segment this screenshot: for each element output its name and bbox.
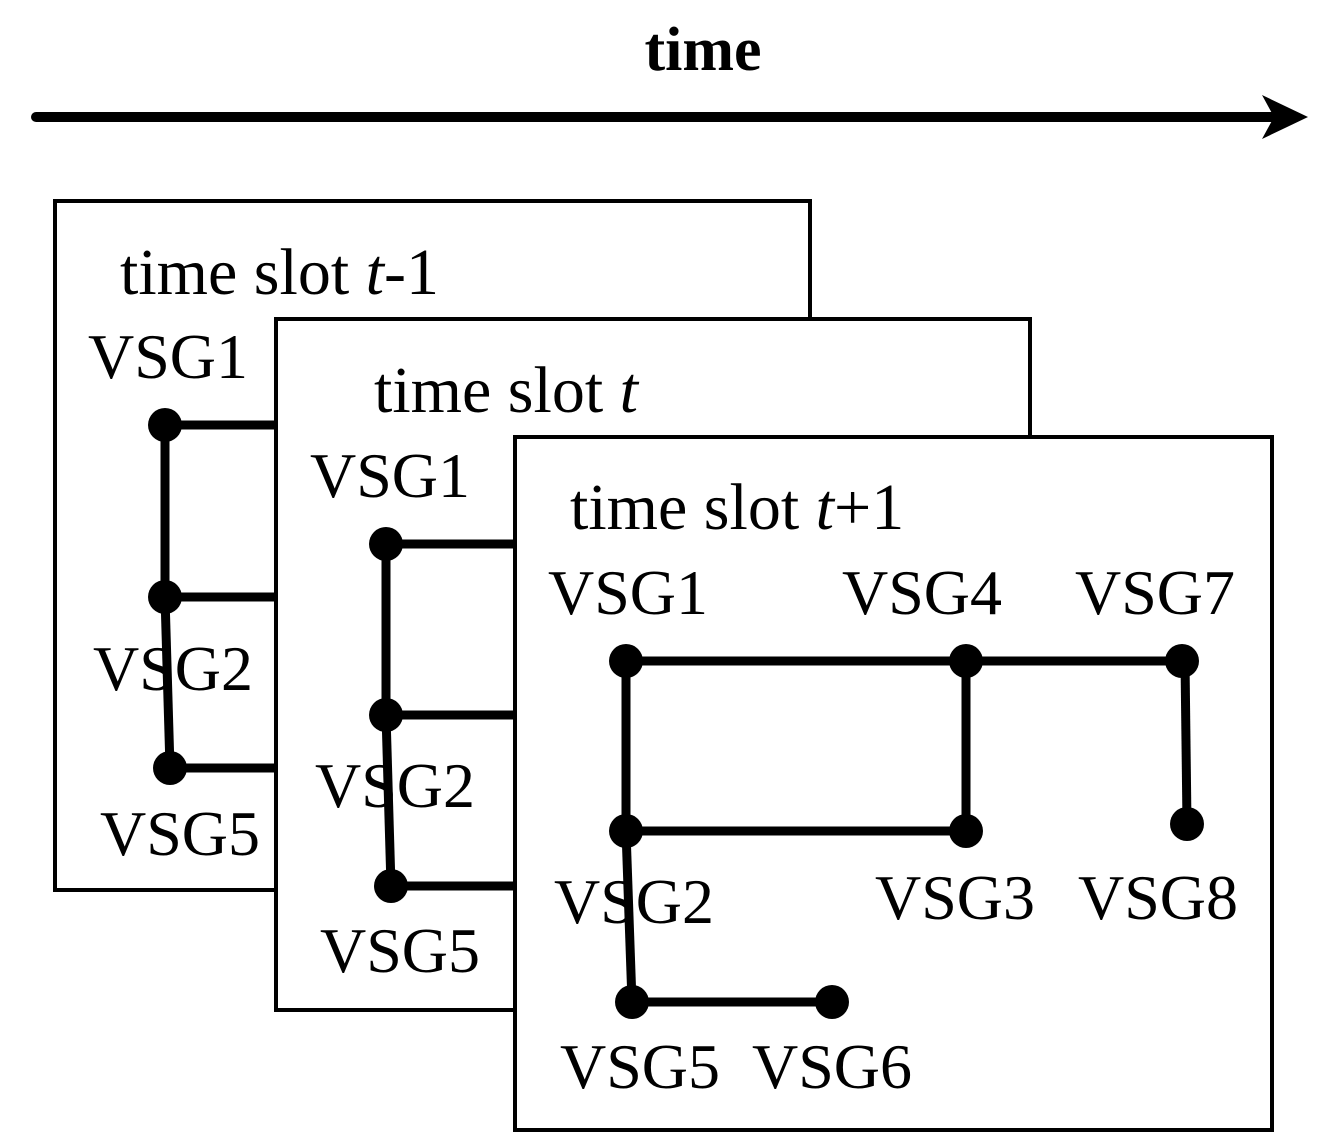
slot-title: time slot t [374, 354, 640, 427]
vsg2-node [148, 580, 182, 614]
vsg1-label: VSG1 [88, 321, 248, 392]
edge [1180, 660, 1192, 825]
vsg3-label: VSG3 [875, 862, 1035, 933]
vsg2-label: VSG2 [315, 750, 475, 821]
vsg3-node [949, 814, 983, 848]
vsg4-node [949, 644, 983, 678]
vsg7-label: VSG7 [1075, 557, 1235, 628]
time-arrow [31, 95, 1308, 139]
vsg1-label: VSG1 [548, 557, 708, 628]
vsg6-node [815, 985, 849, 1019]
vsg8-label: VSG8 [1078, 862, 1238, 933]
vsg5-label: VSG5 [320, 915, 480, 986]
vsg4-label: VSG4 [842, 557, 1002, 628]
vsg2-node [369, 698, 403, 732]
vsg2-label: VSG2 [93, 633, 253, 704]
edge [160, 596, 175, 769]
edge [621, 830, 637, 1003]
edge [381, 714, 396, 887]
vsg5-label: VSG5 [560, 1031, 720, 1102]
vsg6-label: VSG6 [752, 1031, 912, 1102]
vsg5-label: VSG5 [100, 798, 260, 869]
vsg5-node [374, 869, 408, 903]
vsg5-node [615, 985, 649, 1019]
vsg1-label: VSG1 [310, 440, 470, 511]
slot-t-plus-1: time slot t+1 VSG1 VSG4 VSG7 VSG2 VSG3 V… [513, 435, 1274, 1132]
vsg7-node [1165, 644, 1199, 678]
vsg8-node [1170, 807, 1204, 841]
slot-title: time slot t-1 [120, 236, 439, 309]
vsg2-label: VSG2 [554, 866, 714, 937]
vsg5-node [153, 751, 187, 785]
vsg1-node [609, 644, 643, 678]
slot-title: time slot t+1 [570, 471, 904, 544]
vsg1-node [148, 408, 182, 442]
vsg1-node [369, 527, 403, 561]
time-axis-label: time [644, 16, 761, 84]
vsg2-node [609, 814, 643, 848]
